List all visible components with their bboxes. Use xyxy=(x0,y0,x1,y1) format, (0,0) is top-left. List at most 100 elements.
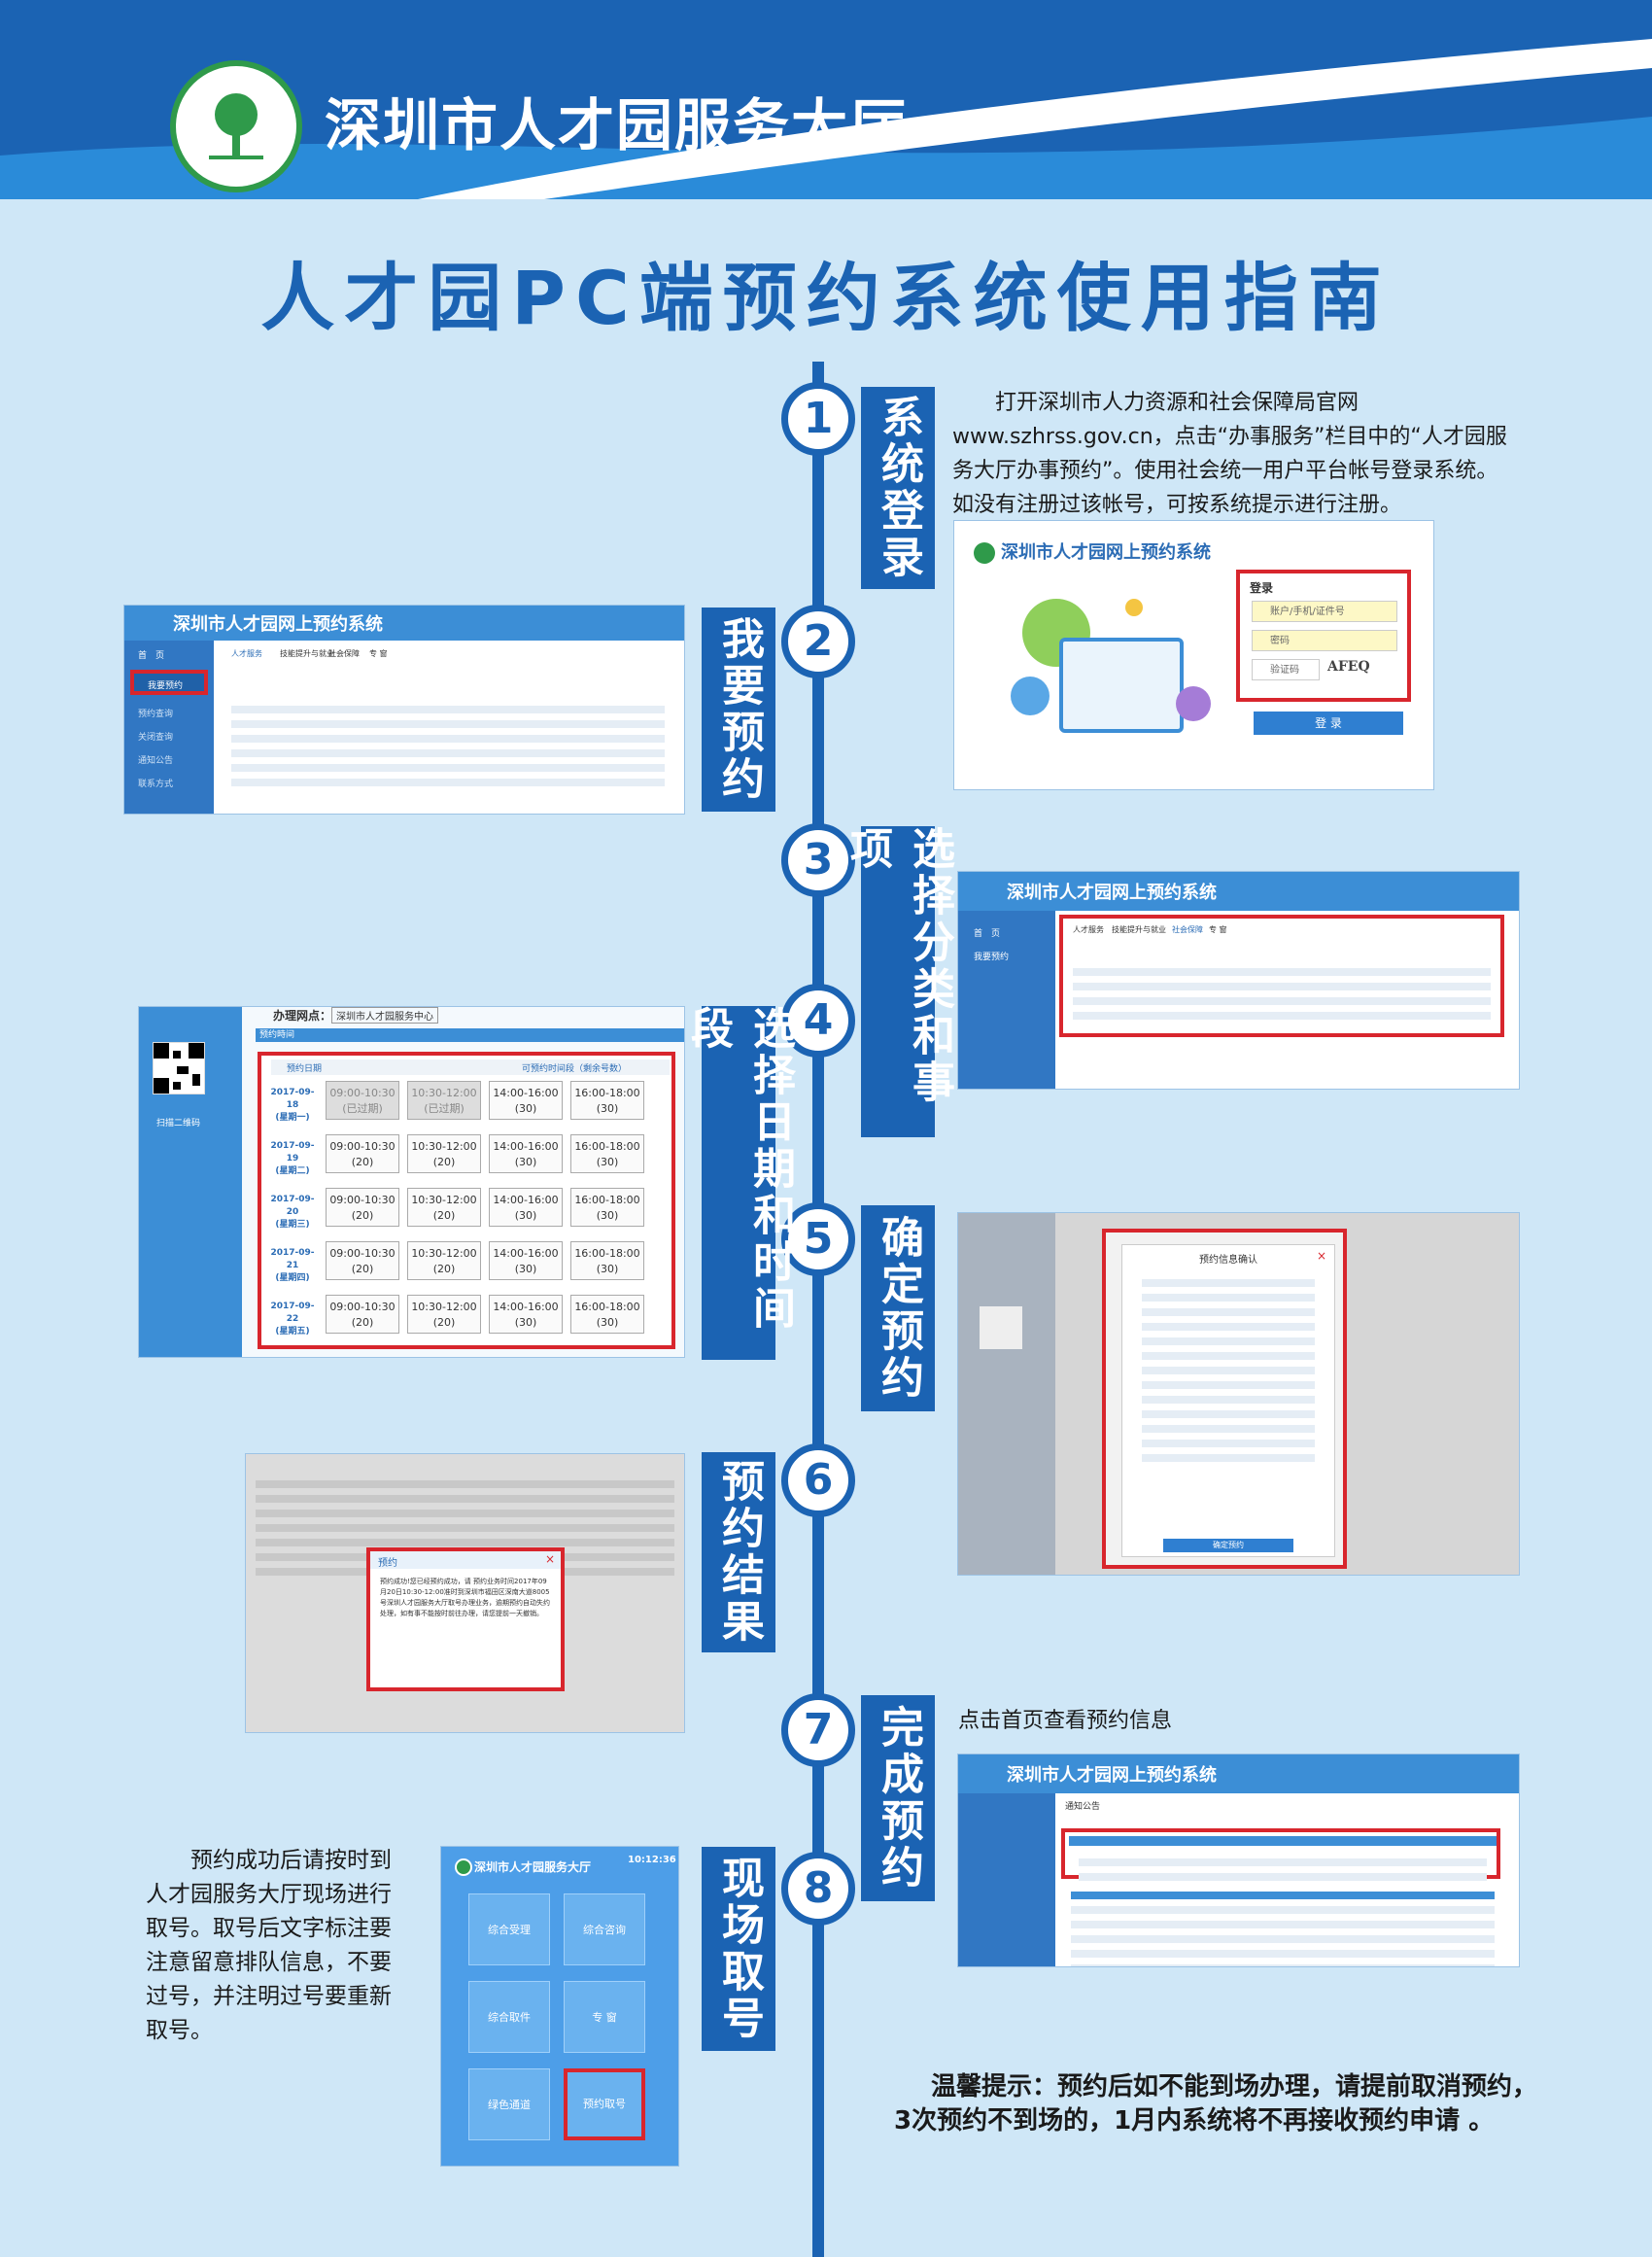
captcha-image: AFEQ xyxy=(1327,659,1370,675)
col-slots: 可预约时间段（剩余号数） xyxy=(522,1064,628,1074)
time-slot-button[interactable]: 10:30-12:00(20) xyxy=(407,1188,481,1227)
time-slot-count: (20) xyxy=(351,1263,374,1275)
time-slot-range: 10:30-12:00 xyxy=(411,1247,477,1260)
confirm-appointment-button[interactable]: 确定预约 xyxy=(1163,1539,1293,1552)
menu-close-query[interactable]: 关闭查询 xyxy=(138,733,174,743)
time-slot-button[interactable]: 09:00-10:30 (20) xyxy=(326,1241,399,1280)
kiosk-tile[interactable]: 综合取件 xyxy=(468,1981,550,2053)
step-6-label: 预约结果 xyxy=(702,1452,775,1652)
time-slot-button[interactable]: 16:00-18:00(30) xyxy=(570,1081,644,1120)
tab-skills[interactable]: 技能提升与就业 xyxy=(280,649,334,658)
tab-social-security[interactable]: 社会保障 xyxy=(328,649,360,658)
menu-home[interactable]: 首 页 xyxy=(138,651,165,661)
result-close-icon[interactable]: × xyxy=(545,1552,556,1566)
kiosk-tile[interactable]: 专 窗 xyxy=(564,1981,645,2053)
step-1-text: 打开深圳市人力资源和社会保障局官网www.szhrss.gov.cn，点击“办事… xyxy=(952,391,1507,517)
menu-query[interactable]: 预约查询 xyxy=(138,710,174,719)
time-slot-button[interactable]: 16:00-18:00(30) xyxy=(570,1295,644,1334)
time-slot-button[interactable]: 10:30-12:00(已过期) xyxy=(407,1081,481,1120)
time-slot-count: (30) xyxy=(514,1209,537,1222)
step-7-screenshot: 深圳市人才园网上预约系统 通知公告 xyxy=(958,1754,1519,1966)
step-3-tab-social[interactable]: 社会保障 xyxy=(1172,925,1203,934)
time-slot-button[interactable]: 09:00-10:30(20) xyxy=(326,1188,399,1227)
time-slot-range: 16:00-18:00 xyxy=(574,1247,640,1260)
office-label: 办理网点： xyxy=(273,1009,332,1023)
slot-date: 2017-09-21 (星期四) xyxy=(267,1247,318,1285)
time-slot-count: (20) xyxy=(432,1156,456,1168)
slot-date: 2017-09-20(星期三) xyxy=(267,1194,318,1232)
slot-weekday: (星期四) xyxy=(275,1273,310,1283)
time-slot-count: (20) xyxy=(351,1316,374,1329)
slot-date: 2017-09-18 (星期一) xyxy=(267,1087,318,1125)
step-4-screenshot: 扫描二维码 办理网点： 深圳市人才园服务中心 预约時间 预约日期 可预约时间段（… xyxy=(139,1007,684,1357)
time-slot-count: (30) xyxy=(514,1263,537,1275)
close-icon[interactable]: × xyxy=(1317,1249,1327,1263)
login-label: 登录 xyxy=(1250,581,1274,595)
step-3-menu-home[interactable]: 首 页 xyxy=(974,929,1001,939)
login-account-field[interactable]: 账户/手机/证件号 xyxy=(1252,601,1397,622)
time-slot-range: 16:00-18:00 xyxy=(574,1087,640,1099)
kiosk-tile[interactable]: 绿色通道 xyxy=(468,2068,550,2140)
time-slot-button[interactable]: 09:00-10:30(20) xyxy=(326,1295,399,1334)
time-slot-button[interactable]: 09:00-10:30(已过期) xyxy=(326,1081,399,1120)
step-7-topbar: 深圳市人才园网上预约系统 xyxy=(958,1754,1519,1793)
time-slot-button[interactable]: 14:00-16:00(30) xyxy=(489,1188,563,1227)
time-slot-count: (20) xyxy=(432,1316,456,1329)
office-select[interactable]: 深圳市人才园服务中心 xyxy=(331,1007,438,1024)
time-slot-count: (已过期) xyxy=(342,1102,383,1115)
tab-talent-service[interactable]: 人才服务 xyxy=(231,649,262,658)
time-slot-range: 10:30-12:00 xyxy=(411,1087,477,1099)
time-slot-button[interactable]: 16:00-18:00(30) xyxy=(570,1134,644,1173)
slot-date-value: 2017-09-22 xyxy=(270,1302,315,1324)
step-3-menu-appointment[interactable]: 我要预约 xyxy=(974,953,1010,962)
time-slot-button[interactable]: 14:00-16:00(30) xyxy=(489,1241,563,1280)
login-button[interactable]: 登 录 xyxy=(1254,712,1403,735)
time-slot-button[interactable]: 09:00-10:30(20) xyxy=(326,1134,399,1173)
time-slot-count: (30) xyxy=(596,1263,619,1275)
step-3-tab-special[interactable]: 专 窗 xyxy=(1209,925,1227,934)
result-message: 预约成功!您已经预约成功，请 预约业务时间2017年09月20日10:30-12… xyxy=(380,1578,550,1617)
slot-weekday: (星期一) xyxy=(275,1113,310,1123)
time-slot-button[interactable]: 14:00-16:00(30) xyxy=(489,1295,563,1334)
step-1-number: 1 xyxy=(781,382,855,456)
slot-weekday: (星期五) xyxy=(275,1327,310,1337)
slot-date-value: 2017-09-18 xyxy=(270,1088,315,1110)
slot-date-value: 2017-09-20 xyxy=(270,1195,315,1217)
step-3-topbar: 深圳市人才园网上预约系统 xyxy=(958,872,1519,911)
time-slot-button[interactable]: 14:00-16:00(30) xyxy=(489,1081,563,1120)
time-slot-button[interactable]: 10:30-12:00 (20) xyxy=(407,1295,481,1334)
time-slot-count: (20) xyxy=(432,1263,456,1275)
step-1-label: 系统登录 xyxy=(861,387,935,589)
menu-make-appointment[interactable]: 我要预约 xyxy=(148,681,184,691)
time-slot-button[interactable]: 10:30-12:00 (20) xyxy=(407,1241,481,1280)
step-3-tab-talent[interactable]: 人才服务 xyxy=(1073,925,1104,934)
slot-date-value: 2017-09-21 xyxy=(270,1248,315,1270)
time-slot-button[interactable]: 16:00-18:00(30) xyxy=(570,1188,644,1227)
step-3-tab-skills[interactable]: 技能提升与就业 xyxy=(1112,925,1166,934)
step-2-table xyxy=(222,699,674,796)
kiosk-title: 深圳市人才园服务大厅 xyxy=(474,1860,592,1874)
login-password-field[interactable]: 密码 xyxy=(1252,630,1397,651)
slot-weekday: (星期二) xyxy=(275,1166,310,1176)
time-slot-button[interactable]: 14:00-16:00(30) xyxy=(489,1134,563,1173)
menu-contact[interactable]: 联系方式 xyxy=(138,780,174,789)
slot-date: 2017-09-19(星期二) xyxy=(267,1140,318,1178)
step-5-screenshot: 预约信息确认 × 确定预约 xyxy=(958,1213,1519,1575)
kiosk-tile[interactable]: 预约取号 xyxy=(564,2068,645,2140)
login-captcha-field[interactable]: 验证码 xyxy=(1252,659,1320,680)
tab-special[interactable]: 专 窗 xyxy=(369,649,388,658)
time-slot-count: (20) xyxy=(351,1209,374,1222)
time-slot-range: 09:00-10:30 xyxy=(329,1247,396,1260)
time-slot-button[interactable]: 16:00-18:00 (30) xyxy=(570,1241,644,1280)
kiosk-tile[interactable]: 综合咨询 xyxy=(564,1893,645,1965)
page-title: 人才园PC端预约系统使用指南 xyxy=(260,255,1392,341)
time-slot-count: (20) xyxy=(351,1156,374,1168)
menu-notice[interactable]: 通知公告 xyxy=(138,756,174,766)
kiosk-tile[interactable]: 综合受理 xyxy=(468,1893,550,1965)
time-slot-count: (30) xyxy=(514,1156,537,1168)
step-6-screenshot: 预约 × 预约成功!您已经预约成功，请 预约业务时间2017年09月20日10:… xyxy=(246,1454,684,1732)
time-slot-range: 10:30-12:00 xyxy=(411,1301,477,1313)
slot-date: 2017-09-22 (星期五) xyxy=(267,1301,318,1338)
brand-title: 深圳市人才园服务大厅 xyxy=(325,92,909,158)
time-slot-button[interactable]: 10:30-12:00(20) xyxy=(407,1134,481,1173)
